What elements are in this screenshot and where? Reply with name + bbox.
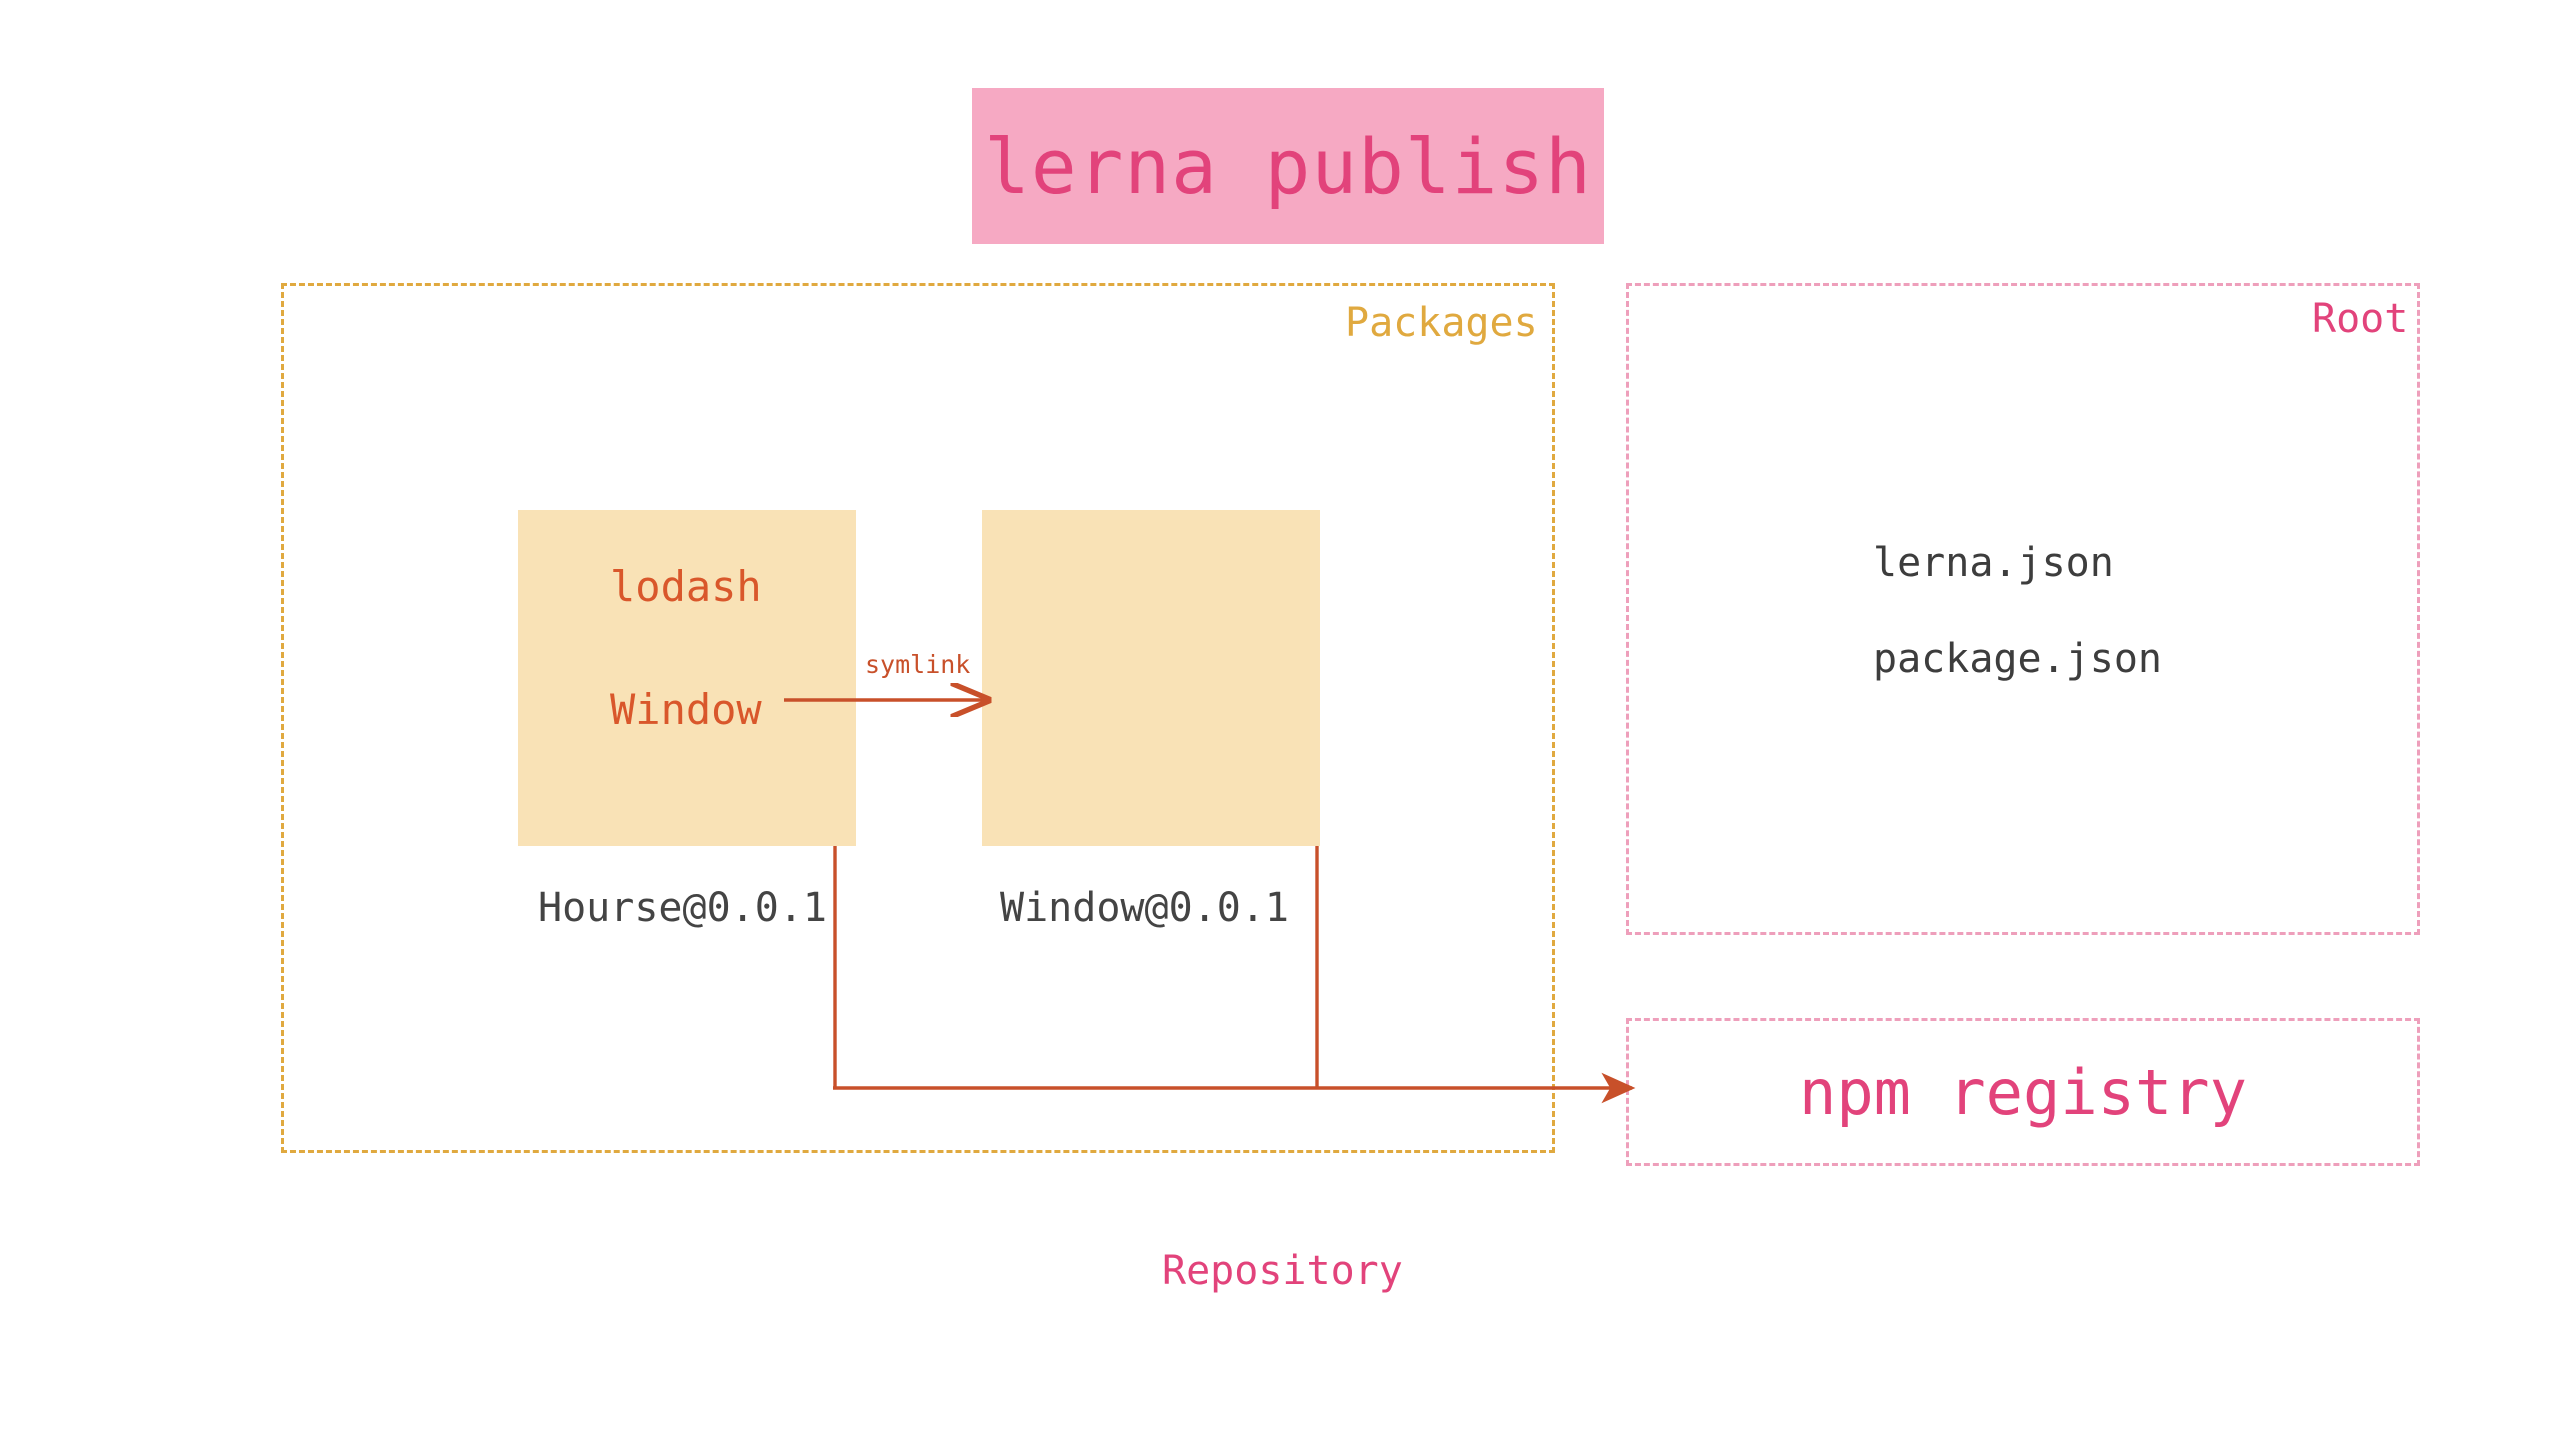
root-file-item: lerna.json	[1873, 540, 2114, 586]
title-banner: lerna publish	[972, 88, 1604, 244]
title-banner-label: lerna publish	[984, 121, 1592, 211]
npm-registry-label: npm registry	[1799, 1055, 2247, 1129]
package-dependency-label: Window	[610, 685, 762, 734]
package-caption-hourse: Hourse@0.0.1	[538, 885, 827, 931]
package-box-window	[982, 510, 1320, 846]
npm-registry-container: npm registry	[1626, 1018, 2420, 1166]
symlink-label: symlink	[865, 650, 971, 679]
root-group-label: Root	[2312, 296, 2409, 342]
package-box-hourse: lodash Window	[518, 510, 856, 846]
root-group-container	[1626, 283, 2420, 935]
packages-group-container	[281, 283, 1555, 1153]
package-dependency-label: lodash	[610, 562, 762, 611]
package-caption-window: Window@0.0.1	[1000, 885, 1289, 931]
root-file-list: lerna.json package.json	[1873, 540, 2162, 732]
packages-group-label: Packages	[1345, 300, 1538, 346]
repository-label: Repository	[1162, 1248, 1403, 1294]
root-file-item: package.json	[1873, 636, 2162, 682]
